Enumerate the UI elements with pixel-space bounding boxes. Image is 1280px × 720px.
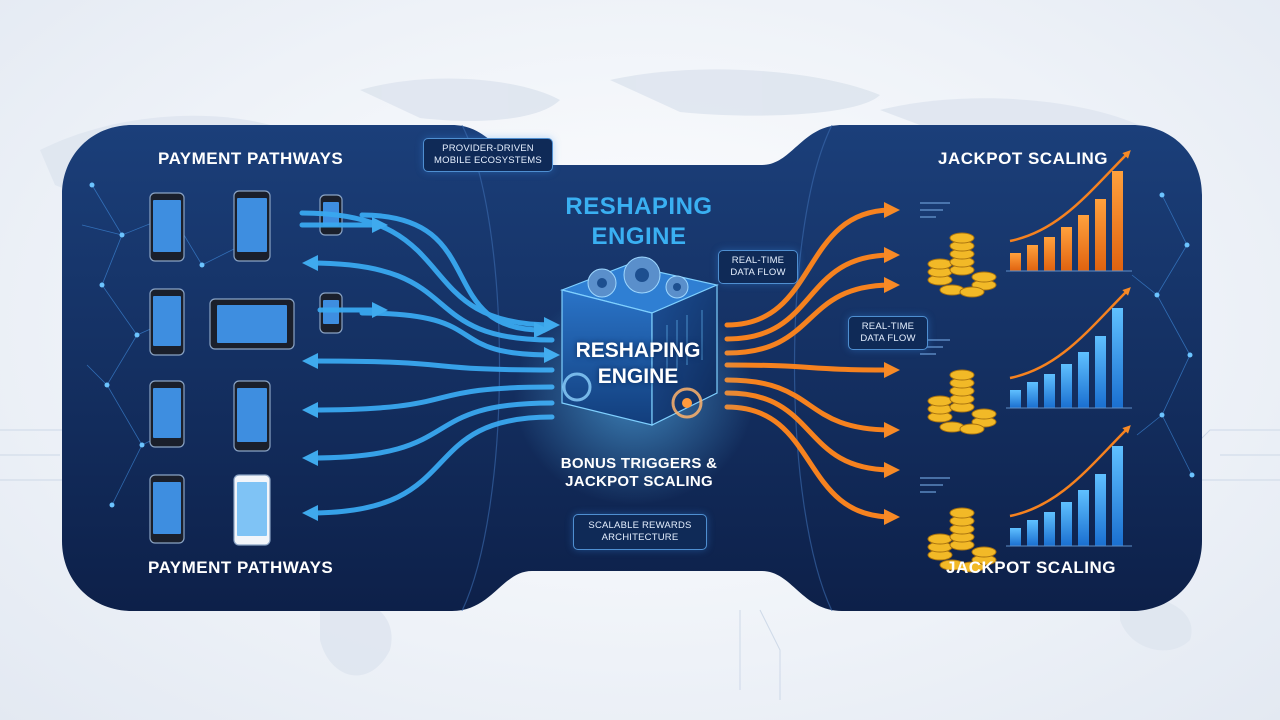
cube-label: RESHAPING ENGINE xyxy=(575,339,701,388)
network-dots-right xyxy=(1154,192,1195,478)
blue-flow-arrow xyxy=(302,414,555,521)
growth-bar-chart-icon xyxy=(1006,150,1132,272)
bonus-triggers-label: BONUS TRIGGERS & JACKPOT SCALING xyxy=(560,455,718,490)
smartphone-icon xyxy=(149,288,185,356)
blue-flow-arrow xyxy=(301,353,555,373)
growth-bar-chart-icon xyxy=(1006,287,1132,409)
right-top-title: JACKPOT SCALING xyxy=(938,149,1108,168)
right-bottom-title: JACKPOT SCALING xyxy=(946,558,1116,577)
blue-flow-arrow xyxy=(301,384,555,418)
scalable-rewards-tag: SCALABLE REWARDS ARCHITECTURE xyxy=(573,514,707,550)
smartphone-icon xyxy=(149,380,185,448)
blue-flow-arrow xyxy=(302,400,555,466)
orange-flow-arrow xyxy=(724,377,900,438)
smartphone-icon xyxy=(233,380,271,452)
blue-flow-arrow xyxy=(302,255,555,343)
smartphone-icon xyxy=(233,190,271,262)
orange-flow-arrow xyxy=(724,404,900,525)
gold-coin-stack-icon xyxy=(920,339,997,435)
growth-bar-chart-icon xyxy=(1006,425,1132,547)
blue-flow-arrow xyxy=(299,210,560,333)
panel-graphics xyxy=(62,125,1202,611)
engine-title: RESHAPING ENGINE xyxy=(565,193,713,250)
left-bottom-title: PAYMENT PATHWAYS xyxy=(148,558,334,577)
left-top-title: PAYMENT PATHWAYS xyxy=(158,149,344,168)
diagram-panel: PAYMENT PATHWAYS PAYMENT PATHWAYS JACKPO… xyxy=(62,125,1202,611)
coin-stacks xyxy=(920,202,997,573)
orange-flow-arrow xyxy=(724,277,900,356)
provider-tag: PROVIDER-DRIVEN MOBILE ECOSYSTEMS xyxy=(423,138,553,172)
realtime-tag-2: REAL-TIME DATA FLOW xyxy=(848,316,928,350)
blue-flow-lines xyxy=(299,210,560,521)
smartphone-icon xyxy=(149,474,185,544)
gold-coin-stack-icon xyxy=(920,202,997,298)
orange-flow-arrow xyxy=(724,361,901,378)
smartphone-icon xyxy=(149,192,185,262)
realtime-tag-1: REAL-TIME DATA FLOW xyxy=(718,250,798,284)
tablet-icon xyxy=(209,298,295,350)
cube-gear-icon xyxy=(560,256,719,426)
smartphone-icon xyxy=(233,474,271,546)
orange-flow-arrow xyxy=(724,247,900,342)
orange-flow-arrow xyxy=(724,390,900,478)
network-lines-right xyxy=(1131,194,1193,476)
blue-flow-arrow xyxy=(359,212,550,338)
orange-flow-arrow xyxy=(724,202,900,328)
device-icons xyxy=(149,190,343,546)
blue-flow-arrow xyxy=(359,310,560,363)
smartphone-icon xyxy=(319,292,343,334)
gold-coin-stack-icon xyxy=(920,477,997,573)
orange-flow-lines xyxy=(724,202,901,525)
growth-charts xyxy=(1006,150,1132,547)
